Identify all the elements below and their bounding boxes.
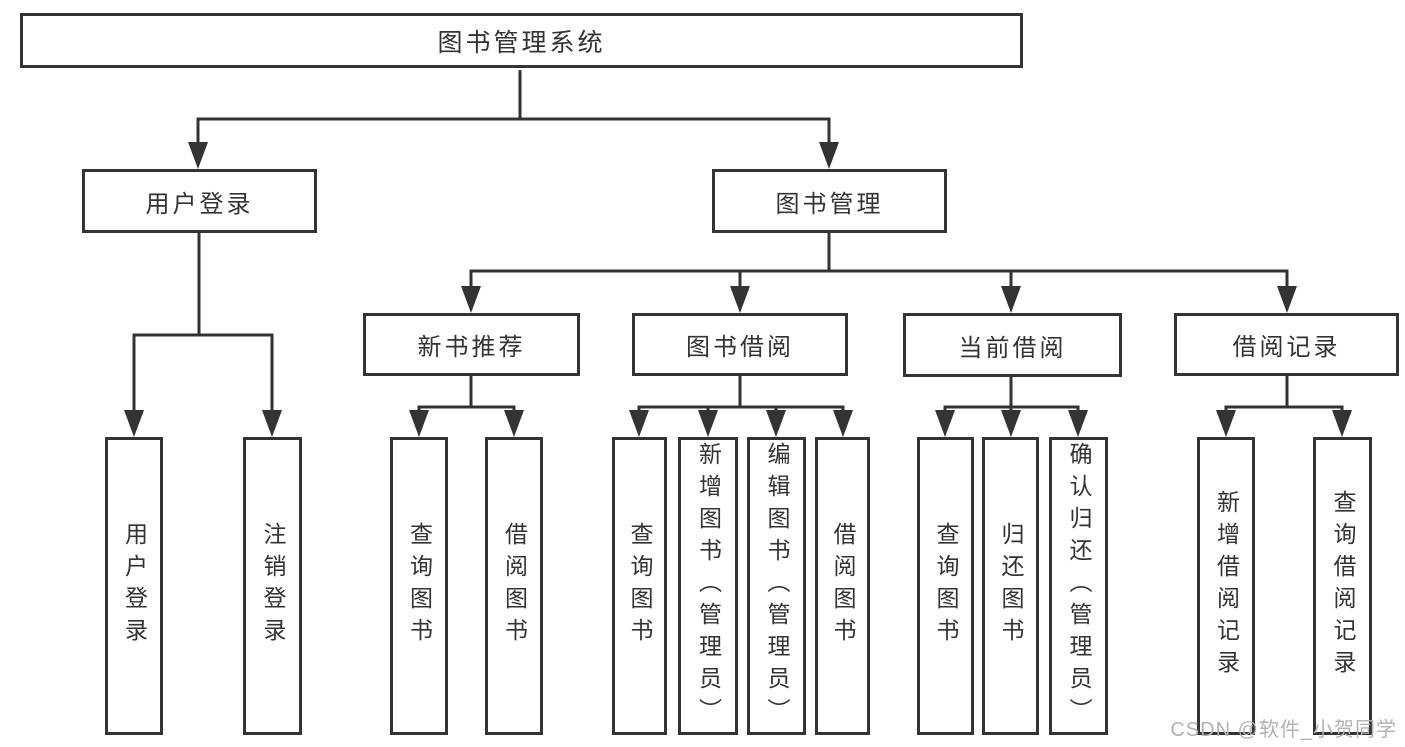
connector-new-book-to-leaves xyxy=(417,376,516,418)
node-edit-books-admin-label: 编辑图书（管理员） xyxy=(764,442,790,730)
node-return-books-label: 归还图书 xyxy=(998,522,1024,650)
node-book-borrowing: 图书借阅 xyxy=(632,313,848,376)
connector-book-borrow-to-leaves xyxy=(637,376,845,418)
node-new-book-recommendation: 新书推荐 xyxy=(363,313,580,376)
node-book-management: 图书管理 xyxy=(712,169,947,233)
node-borrowing-records-label: 借阅记录 xyxy=(1232,334,1341,361)
node-borrow-books-2-label: 借阅图书 xyxy=(830,522,856,650)
node-edit-books-admin: 编辑图书（管理员） xyxy=(747,437,806,735)
connector-book-management-to-level2 xyxy=(469,233,1289,294)
node-borrow-books-1: 借阅图书 xyxy=(485,437,543,735)
node-confirm-return-admin-label: 确认归还（管理员） xyxy=(1066,442,1092,730)
node-current-borrowing: 当前借阅 xyxy=(903,313,1122,377)
node-add-books-admin: 新增图书（管理员） xyxy=(678,437,738,735)
node-confirm-return-admin: 确认归还（管理员） xyxy=(1049,437,1108,735)
connector-borrow-records-to-leaves xyxy=(1224,376,1344,418)
node-query-books-1-label: 查询图书 xyxy=(406,522,433,650)
node-book-management-label: 图书管理 xyxy=(775,190,884,218)
node-add-borrow-record-label: 新增借阅记录 xyxy=(1213,490,1240,682)
node-library-management-system: 图书管理系统 xyxy=(20,13,1023,68)
connector-root-to-level1 xyxy=(196,70,831,150)
node-new-book-recommendation-label: 新书推荐 xyxy=(417,334,526,361)
node-borrow-books-2: 借阅图书 xyxy=(815,437,870,735)
csdn-watermark: CSDN @软件_小贺同学 xyxy=(1170,719,1397,741)
node-library-management-system-label: 图书管理系统 xyxy=(437,28,606,57)
node-user-login-leaf: 用户登录 xyxy=(105,437,163,735)
connector-user-login-to-leaves xyxy=(132,233,274,418)
node-user-login-label: 用户登录 xyxy=(145,190,254,218)
node-query-borrow-record-label: 查询借阅记录 xyxy=(1330,490,1356,682)
node-query-books-2: 查询图书 xyxy=(612,437,667,735)
node-query-borrow-record: 查询借阅记录 xyxy=(1313,437,1372,735)
node-book-borrowing-label: 图书借阅 xyxy=(686,334,794,361)
node-logout-leaf-label: 注销登录 xyxy=(260,522,286,650)
node-add-books-admin-label: 新增图书（管理员） xyxy=(695,442,722,730)
node-query-books-2-label: 查询图书 xyxy=(627,522,653,650)
node-return-books: 归还图书 xyxy=(982,437,1039,735)
node-add-borrow-record: 新增借阅记录 xyxy=(1197,437,1255,735)
node-user-login-leaf-label: 用户登录 xyxy=(121,522,148,650)
node-query-books-3: 查询图书 xyxy=(917,437,974,735)
node-borrow-books-1-label: 借阅图书 xyxy=(501,522,528,650)
arrowheads xyxy=(124,142,1352,437)
node-user-login: 用户登录 xyxy=(82,169,317,233)
node-query-books-1: 查询图书 xyxy=(390,437,448,735)
node-logout-leaf: 注销登录 xyxy=(243,437,302,735)
node-current-borrowing-label: 当前借阅 xyxy=(958,334,1067,362)
node-borrowing-records: 借阅记录 xyxy=(1174,313,1399,376)
node-query-books-3-label: 查询图书 xyxy=(933,522,959,650)
